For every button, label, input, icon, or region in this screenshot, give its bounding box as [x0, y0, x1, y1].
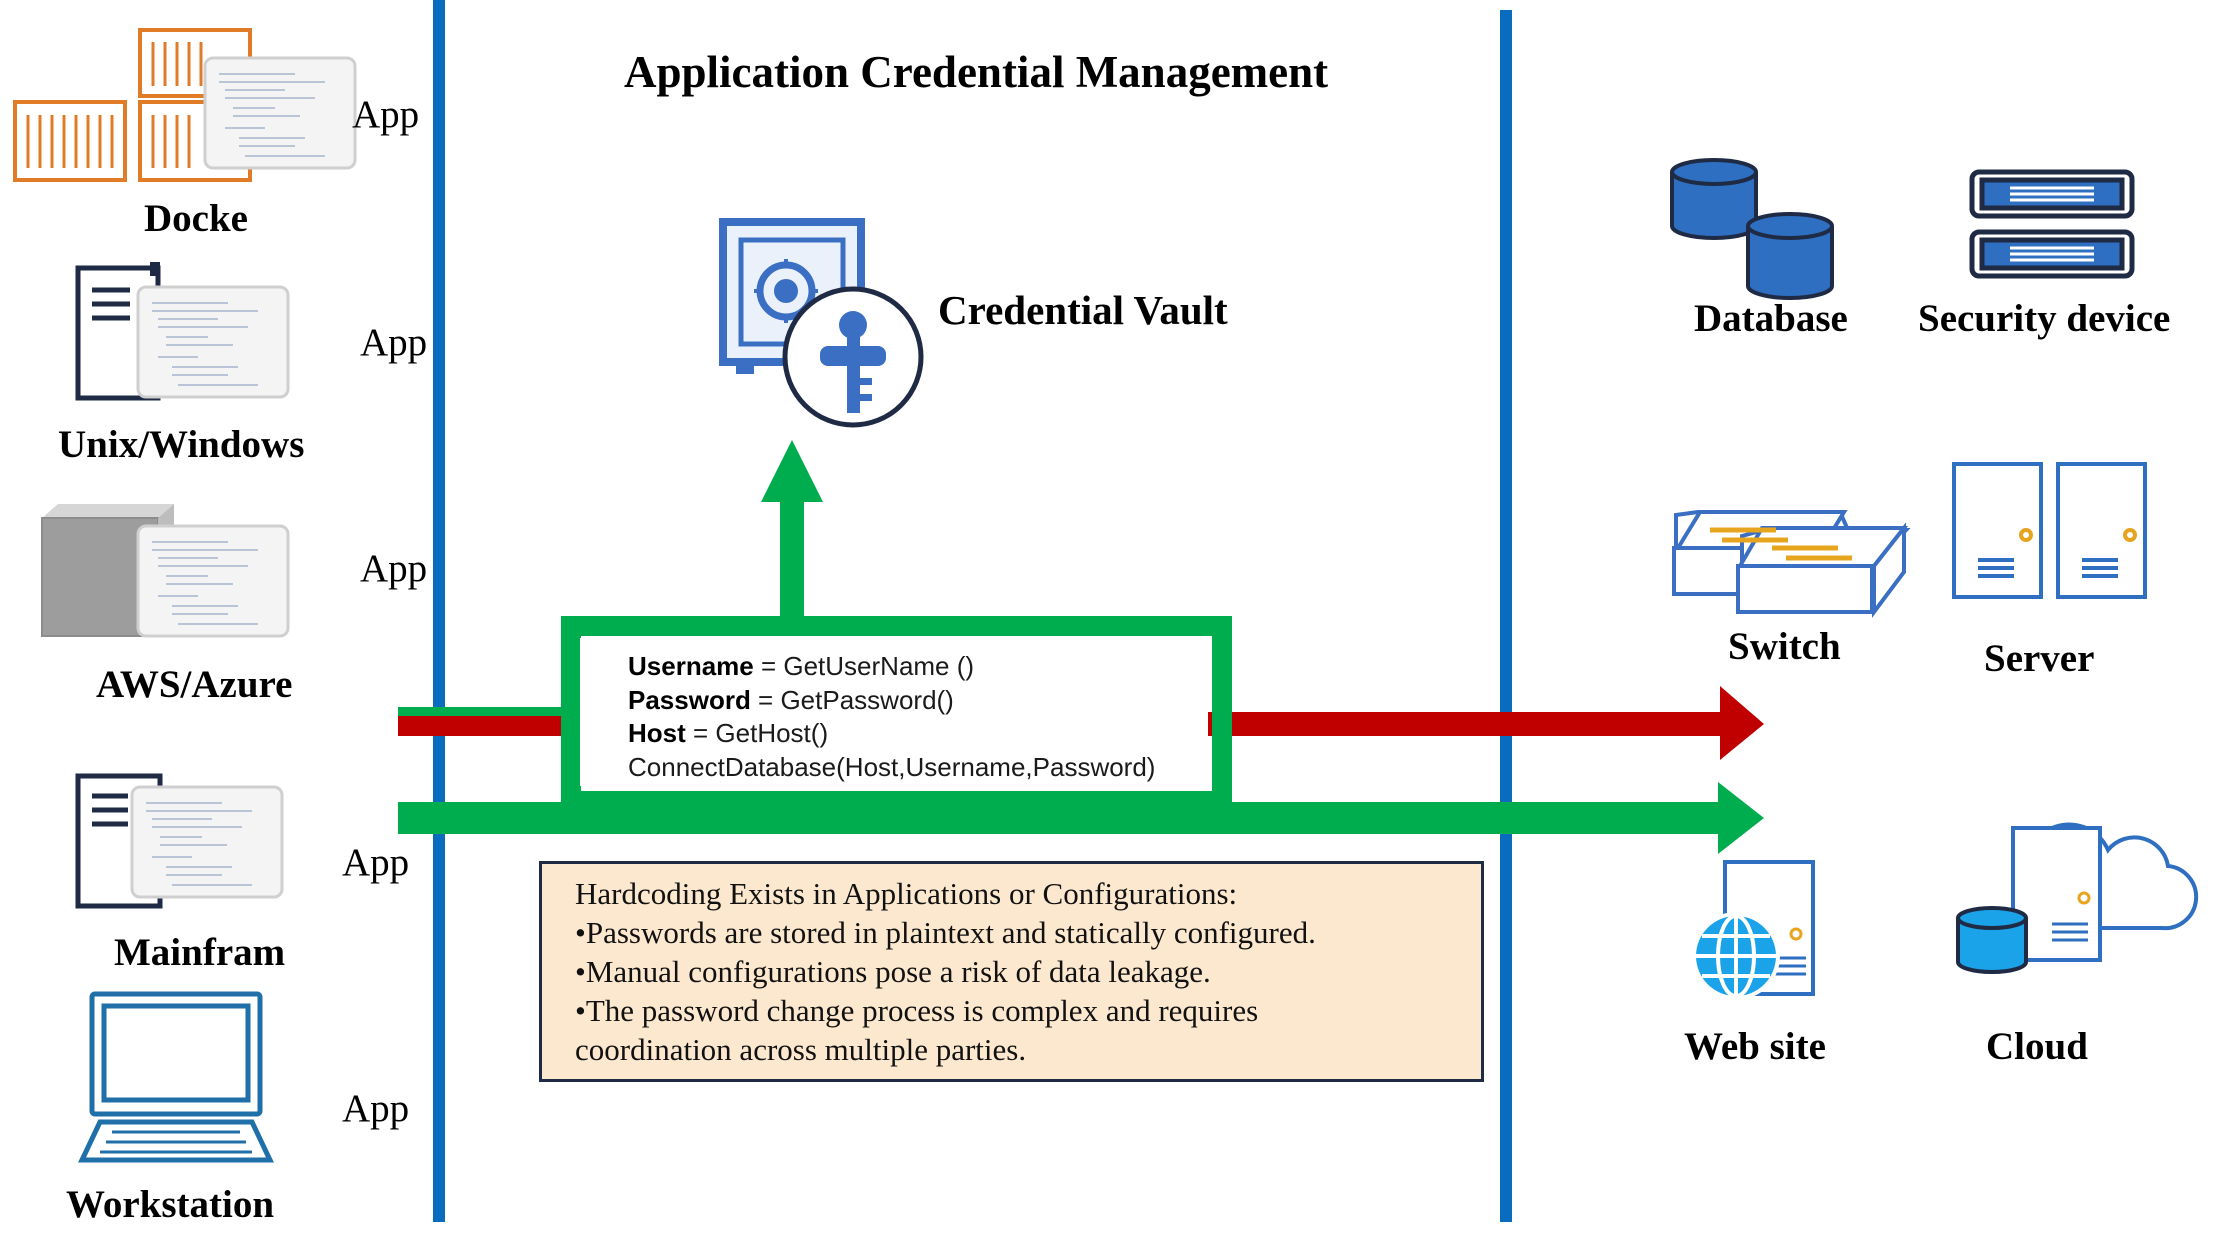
web-site-icon: [1692, 860, 1815, 1000]
source-label-unix-windows: Unix/Windows: [58, 423, 305, 466]
source-label-workstation: Workstation: [66, 1183, 275, 1226]
target-label-web-site: Web site: [1684, 1025, 1826, 1068]
target-label-switch: Switch: [1728, 625, 1841, 668]
code-line-host: Host = GetHost(): [628, 718, 829, 748]
green-arrow-head: [1718, 782, 1764, 854]
app-label-workstation: App: [342, 1087, 410, 1130]
note-bullet-password-change-cont: coordination across multiple parties.: [575, 1032, 1027, 1067]
network-switch-icon: [1672, 510, 1911, 618]
vault-label: Credential Vault: [938, 287, 1228, 333]
code-line-username: Username = GetUserName (): [628, 651, 975, 681]
cloud-icon: [1956, 822, 2199, 974]
workstation-computer-icon: [78, 991, 274, 1163]
app-label-docker: App: [352, 93, 420, 136]
code-line-connect: ConnectDatabase(Host,Username,Password): [628, 751, 1156, 782]
security-device-icon: [1969, 169, 2135, 279]
app-label-unix-windows: App: [360, 321, 428, 364]
hardcoding-note: Hardcoding Exists in Applications or Con…: [539, 861, 1484, 1082]
code-line-password: Password = GetPassword(): [628, 684, 954, 715]
left-divider: [433, 0, 445, 1222]
note-bullet-manual-config: •Manual configurations pose a risk of da…: [575, 954, 1211, 989]
red-arrow-head: [1720, 686, 1764, 760]
diagram-title: Application Credential Management: [624, 47, 1329, 97]
green-up-shaft: [780, 498, 804, 626]
source-label-mainframe: Mainfram: [114, 931, 286, 974]
code-frame: [561, 616, 1232, 811]
app-label-mainframe: App: [342, 841, 410, 884]
note-bullet-password-change: •The password change process is complex …: [575, 993, 1259, 1028]
target-label-database: Database: [1694, 297, 1848, 340]
source-label-aws-azure: AWS/Azure: [96, 663, 293, 706]
app-label-aws-azure: App: [360, 547, 428, 590]
note-heading: Hardcoding Exists in Applications or Con…: [575, 876, 1238, 911]
green-up-head: [761, 440, 823, 502]
note-bullet-plaintext: •Passwords are stored in plaintext and s…: [575, 915, 1316, 950]
target-label-security-device: Security device: [1918, 297, 2171, 340]
safe-with-key-icon: [719, 218, 924, 428]
target-label-cloud: Cloud: [1986, 1025, 2088, 1068]
database-icon: [1670, 158, 1834, 300]
target-label-server: Server: [1984, 637, 2095, 680]
credential-code-snippet: Username = GetUserName () Password = Get…: [580, 638, 1208, 786]
right-divider: [1500, 10, 1512, 1222]
source-label-docker: Docke: [144, 197, 248, 240]
server-icon: [1952, 462, 2147, 599]
